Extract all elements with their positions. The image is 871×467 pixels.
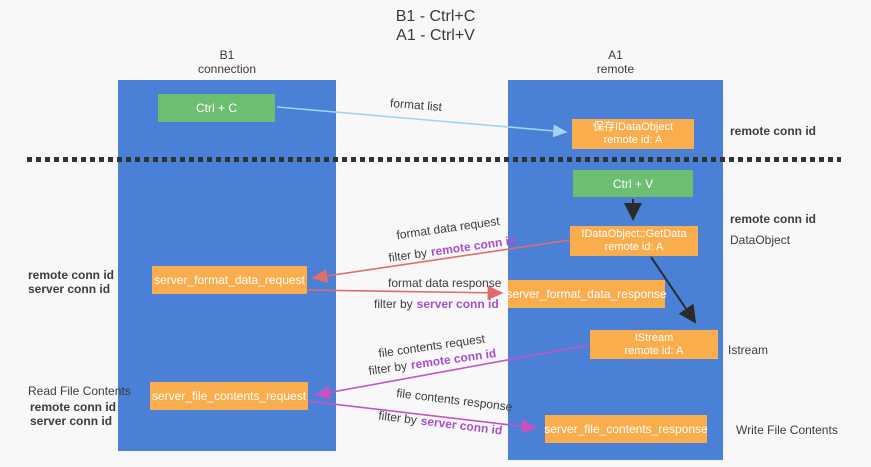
session-separator-dashed-line: [27, 157, 841, 162]
server-file-contents-response-label: server_file_contents_response: [544, 422, 708, 436]
format-list-label: format list: [389, 95, 443, 115]
title-line-1: B1 - Ctrl+C: [395, 8, 476, 25]
save-idataobject-line1: 保存IDataObject: [592, 121, 674, 133]
save-idataobject-line2: remote id: A: [603, 134, 663, 146]
left-remote-conn-id-1: remote conn id: [28, 268, 115, 282]
getdata-line1: IDataObject::GetData: [581, 228, 687, 240]
right-remote-conn-id-mid: remote conn id: [730, 212, 817, 226]
dataobject-label: DataObject: [730, 233, 791, 247]
getdata-line2: remote id: A: [604, 241, 664, 253]
istream-line1: IStream: [634, 331, 674, 344]
write-file-contents-label: Write File Contents: [736, 423, 838, 437]
filter-by-text-1: filter by: [387, 245, 428, 265]
column-a1-subtitle: remote: [596, 62, 635, 76]
column-header-a1: A1 remote: [508, 48, 723, 76]
server-conn-id-text-1: server conn id: [416, 297, 499, 311]
remote-conn-id-text-1: remote conn id: [429, 233, 518, 259]
column-b1-subtitle: connection: [197, 62, 257, 76]
ctrl-c-label: Ctrl + C: [195, 101, 237, 115]
filter-by-text-4: filter by: [377, 408, 418, 428]
ctrl-c-box: Ctrl + C: [158, 94, 275, 122]
left-server-conn-id-1: server conn id: [28, 282, 111, 296]
left-remote-conn-id-2: remote conn id: [30, 400, 117, 414]
filter-by-text-2: filter by: [374, 297, 413, 311]
istream-side-label: Istream: [728, 343, 769, 357]
server-file-contents-request-box: server_file_contents_request: [150, 382, 308, 410]
server-format-data-request-box: server_format_data_request: [152, 266, 307, 294]
server-file-contents-response-box: server_file_contents_response: [544, 415, 708, 443]
right-remote-conn-id-top: remote conn id: [730, 124, 817, 138]
server-format-data-response-label: server_format_data_response: [506, 287, 667, 301]
ctrl-v-box: Ctrl + V: [573, 170, 693, 197]
title-line-2: A1 - Ctrl+V: [396, 27, 475, 44]
istream-line2: remote id: A: [624, 344, 684, 357]
diagram-title: B1 - Ctrl+C A1 - Ctrl+V: [0, 7, 871, 45]
server-format-data-request-label: server_format_data_request: [154, 273, 305, 287]
filter-by-text-3: filter by: [367, 358, 408, 378]
column-a1-name: A1: [608, 48, 623, 62]
server-file-contents-request-label: server_file_contents_request: [151, 389, 307, 403]
column-header-b1: B1 connection: [118, 48, 336, 76]
format-data-response-label: format data response: [388, 276, 502, 290]
save-idataobject-box: 保存IDataObject remote id: A: [572, 119, 694, 149]
read-file-contents-label: Read File Contents: [28, 384, 131, 398]
getdata-box: IDataObject::GetData remote id: A: [570, 226, 698, 256]
column-b1-name: B1: [219, 48, 235, 62]
ctrl-v-label: Ctrl + V: [612, 176, 654, 191]
istream-box: IStream remote id: A: [590, 330, 718, 359]
left-server-conn-id-2: server conn id: [30, 414, 113, 428]
server-conn-id-text-2: server conn id: [419, 413, 504, 438]
file-contents-response-label: file contents response: [395, 385, 514, 415]
server-format-data-response-box: server_format_data_response: [506, 280, 667, 308]
